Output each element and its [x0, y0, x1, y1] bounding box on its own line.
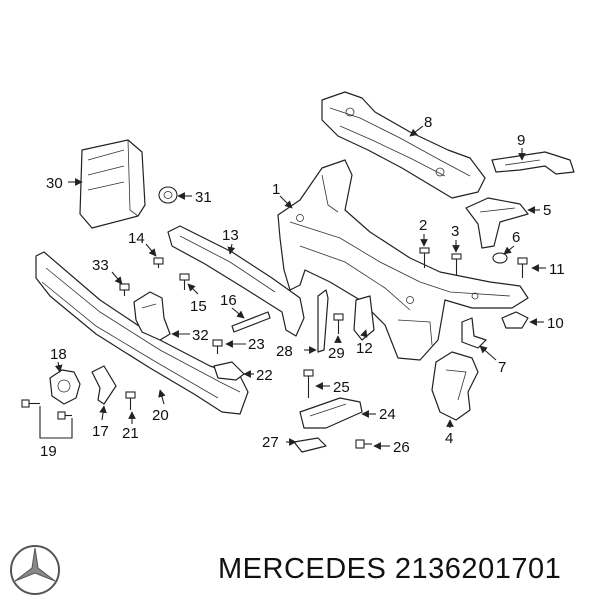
sensor-bracket-18 — [49, 369, 81, 405]
callout-30: 30 — [46, 175, 63, 192]
bolt-33 — [119, 283, 130, 296]
footer-brand: MERCEDES — [218, 553, 387, 585]
bracket-7 — [461, 317, 487, 349]
callout-leaders — [39, 125, 546, 450]
bracket-9 — [491, 151, 575, 175]
control-module-30 — [79, 139, 146, 229]
callout-17: 17 — [92, 423, 109, 440]
callout-21: 21 — [122, 425, 139, 442]
bracket-4 — [431, 351, 479, 421]
bracket-5 — [465, 197, 529, 249]
bracket-17 — [91, 365, 117, 405]
strap-27 — [293, 437, 327, 453]
callout-19: 19 — [40, 443, 57, 460]
callout-13: 13 — [222, 227, 239, 244]
bolt-29 — [333, 313, 344, 334]
bolt-21 — [125, 391, 136, 410]
bracket-32 — [133, 291, 171, 341]
callout-1: 1 — [272, 181, 280, 198]
callout-22: 22 — [256, 367, 273, 384]
callout-29: 29 — [328, 345, 345, 362]
callout-24: 24 — [379, 406, 396, 423]
callout-10: 10 — [547, 315, 564, 332]
bolt-23 — [212, 339, 223, 354]
bolt-2 — [419, 247, 430, 268]
bolt-26 — [355, 439, 372, 449]
callout-28: 28 — [276, 343, 293, 360]
callout-7: 7 — [498, 359, 506, 376]
callout-18: 18 — [50, 346, 67, 363]
callout-8: 8 — [424, 114, 432, 131]
callout-15: 15 — [190, 298, 207, 315]
callout-5: 5 — [543, 202, 551, 219]
callout-26: 26 — [393, 439, 410, 456]
callout-3: 3 — [451, 223, 459, 240]
footer-part-number: 2136201701 — [394, 553, 562, 585]
bracket-22 — [213, 361, 245, 381]
callout-27: 27 — [262, 434, 279, 451]
callout-16: 16 — [220, 292, 237, 309]
bracket-24 — [299, 397, 363, 429]
mercedes-star-icon — [10, 545, 60, 595]
bolt-15 — [179, 273, 190, 290]
bumper-reinforcement-20 — [35, 251, 249, 415]
footer-caption: MERCEDES 2136201701 — [218, 553, 561, 586]
bolt-3 — [451, 253, 462, 276]
bolt-25 — [303, 369, 314, 398]
callout-11: 11 — [549, 261, 565, 278]
callout-33: 33 — [92, 257, 109, 274]
callout-20: 20 — [152, 407, 169, 424]
callout-4: 4 — [445, 430, 453, 447]
pin-16 — [231, 311, 271, 333]
callout-14: 14 — [128, 230, 145, 247]
callout-12: 12 — [356, 340, 373, 357]
rod-28 — [317, 289, 329, 353]
bolt-19-b — [57, 411, 72, 420]
bolt-11 — [517, 257, 528, 278]
nut-6 — [492, 252, 508, 264]
callout-9: 9 — [517, 132, 525, 149]
bolt-14 — [153, 257, 164, 268]
callout-23: 23 — [248, 336, 265, 353]
callout-31: 31 — [195, 189, 212, 206]
bolt-19-a — [21, 399, 40, 408]
upper-support-beam — [321, 91, 486, 199]
callout-numbers: 8 9 30 31 1 5 2 3 6 11 10 7 4 13 14 33 1… — [40, 114, 565, 460]
callout-32: 32 — [192, 327, 209, 344]
bracket-10 — [501, 311, 529, 329]
callout-25: 25 — [333, 379, 350, 396]
bracket-12 — [353, 295, 375, 341]
grommet-31 — [158, 186, 178, 204]
callout-2: 2 — [419, 217, 427, 234]
callout-6: 6 — [512, 229, 520, 246]
front-carrier-frame — [277, 159, 529, 361]
